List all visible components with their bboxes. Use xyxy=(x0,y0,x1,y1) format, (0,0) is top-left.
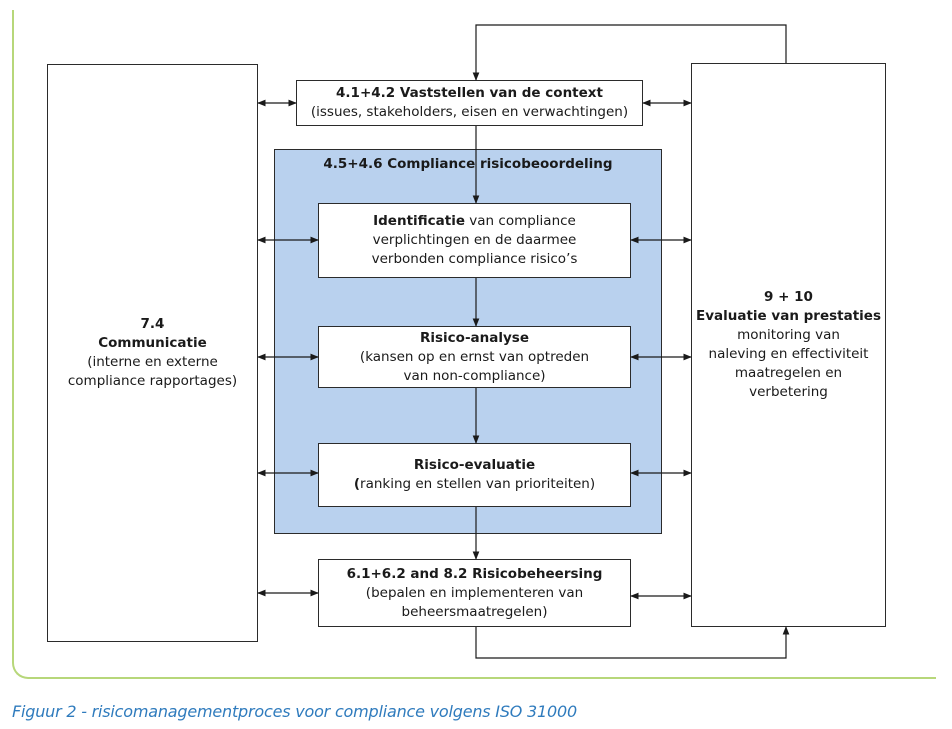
communication-detail-2: compliance rapportages) xyxy=(67,373,238,389)
communication-number: 7.4 xyxy=(140,316,165,332)
performance-detail-2: naleving en effectiviteit xyxy=(708,346,869,362)
performance-detail-4: verbetering xyxy=(749,384,828,400)
communication-title: Communicatie xyxy=(98,335,207,351)
risk-evaluation-box: Risico-evaluatie (ranking en stellen van… xyxy=(318,443,631,507)
risk-treatment-box: 6.1+6.2 and 8.2 Risicobeheersing (bepale… xyxy=(318,559,631,627)
risk-analysis-line-3: van non-compliance) xyxy=(403,367,546,384)
identification-line-2: verplichtingen en de daarmee xyxy=(372,232,577,248)
context-subtitle: (issues, stakeholders, eisen en verwacht… xyxy=(310,104,629,120)
risk-evaluation-line-2: (ranking en stellen van prioriteiten) xyxy=(354,475,595,494)
risk-treatment-title: 6.1+6.2 and 8.2 Risicobeheersing xyxy=(346,565,603,582)
risk-analysis-title: Risico-analyse xyxy=(419,329,529,346)
communication-box: 7.4 Communicatie (interne en externe com… xyxy=(47,64,258,642)
risk-evaluation-line-2-text: ranking en stellen van prioriteiten) xyxy=(360,476,596,492)
risk-treatment-line-3: beheersmaatregelen) xyxy=(401,603,548,620)
risk-assessment-title: 4.5+4.6 Compliance risicobeoordeling xyxy=(323,156,613,172)
performance-detail-3: maatregelen en xyxy=(734,365,843,381)
identification-box: Identificatie van compliance verplichtin… xyxy=(318,203,631,278)
performance-title: Evaluatie van prestaties xyxy=(696,308,881,324)
risk-evaluation-paren: ( xyxy=(353,476,361,492)
performance-detail-1: monitoring van xyxy=(737,327,840,343)
identification-title-bold: Identificatie xyxy=(373,213,465,229)
context-box: 4.1+4.2 Vaststellen van de context (issu… xyxy=(296,80,643,126)
performance-number: 9 + 10 xyxy=(764,289,813,305)
context-title: 4.1+4.2 Vaststellen van de context xyxy=(336,85,603,101)
identification-title: Identificatie van compliance xyxy=(373,212,576,231)
identification-title-rest: van compliance xyxy=(465,213,576,229)
risk-evaluation-title: Risico-evaluatie xyxy=(413,457,536,473)
performance-evaluation-box: 9 + 10 Evaluatie van prestaties monitori… xyxy=(691,63,886,627)
figure-frame xyxy=(12,10,936,679)
figure-caption: Figuur 2 - risicomanagementproces voor c… xyxy=(12,702,577,721)
communication-detail-1: (interne en externe xyxy=(87,354,218,370)
risk-analysis-box: Risico-analyse (kansen op en ernst van o… xyxy=(318,326,631,388)
risk-treatment-line-2: (bepalen en implementeren van xyxy=(365,584,584,601)
identification-line-3: verbonden compliance risico’s xyxy=(371,251,578,267)
risk-analysis-line-2: (kansen op en ernst van optreden xyxy=(359,348,590,365)
